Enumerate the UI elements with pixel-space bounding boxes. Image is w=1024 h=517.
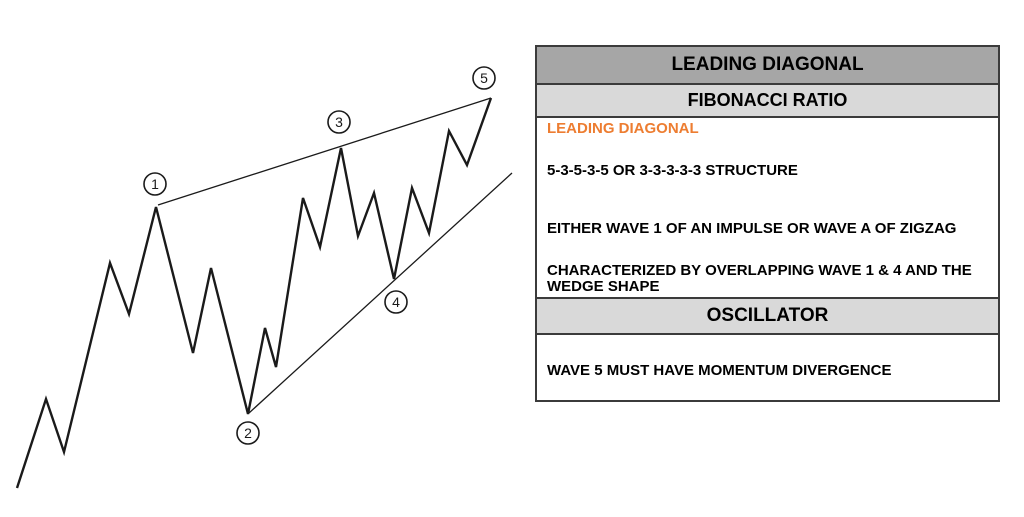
wave-label-4: 4 <box>384 290 408 314</box>
context-text: EITHER WAVE 1 OF AN IMPULSE OR WAVE A OF… <box>547 220 957 237</box>
structure-text: 5-3-5-3-5 OR 3-3-3-3-3 STRUCTURE <box>547 162 798 179</box>
oscillator-rule-text: WAVE 5 MUST HAVE MOMENTUM DIVERGENCE <box>547 362 892 379</box>
wave-number-5: 5 <box>480 70 488 86</box>
wave-circle-5 <box>472 66 496 90</box>
oscillator-body: WAVE 5 MUST HAVE MOMENTUM DIVERGENCE <box>537 335 998 400</box>
wave-circle-1 <box>143 172 167 196</box>
wave-number-1: 1 <box>151 176 159 192</box>
lower-trendline <box>248 172 513 414</box>
wave-label-2: 2 <box>236 421 260 445</box>
fibonacci-header-row: FIBONACCI RATIO <box>537 85 998 118</box>
wave-circle-4 <box>384 290 408 314</box>
upper-trendline <box>157 97 492 206</box>
wave-label-5: 5 <box>472 66 496 90</box>
wave-label-1: 1 <box>143 172 167 196</box>
zigzag-wave-path <box>15 97 493 489</box>
wave-number-2: 2 <box>244 425 252 441</box>
pattern-subtitle: LEADING DIAGONAL <box>547 120 699 137</box>
oscillator-header: OSCILLATOR <box>706 305 829 326</box>
table-title-row: LEADING DIAGONAL <box>537 47 998 85</box>
wave-diagram: 1 2 3 4 5 <box>15 66 513 489</box>
wave-circle-2 <box>236 421 260 445</box>
wave-label-3: 3 <box>327 110 351 134</box>
fibonacci-body: LEADING DIAGONAL 5-3-5-3-5 OR 3-3-3-3-3 … <box>537 118 998 299</box>
characteristics-text: CHARACTERIZED BY OVERLAPPING WAVE 1 & 4 … <box>547 262 972 295</box>
fibonacci-header: FIBONACCI RATIO <box>687 90 848 110</box>
table-title: LEADING DIAGONAL <box>671 54 864 75</box>
wave-number-4: 4 <box>392 294 400 310</box>
info-table: LEADING DIAGONAL FIBONACCI RATIO LEADING… <box>535 45 1000 402</box>
wave-circle-3 <box>327 110 351 134</box>
oscillator-header-row: OSCILLATOR <box>537 299 998 335</box>
wave-number-3: 3 <box>335 114 343 130</box>
